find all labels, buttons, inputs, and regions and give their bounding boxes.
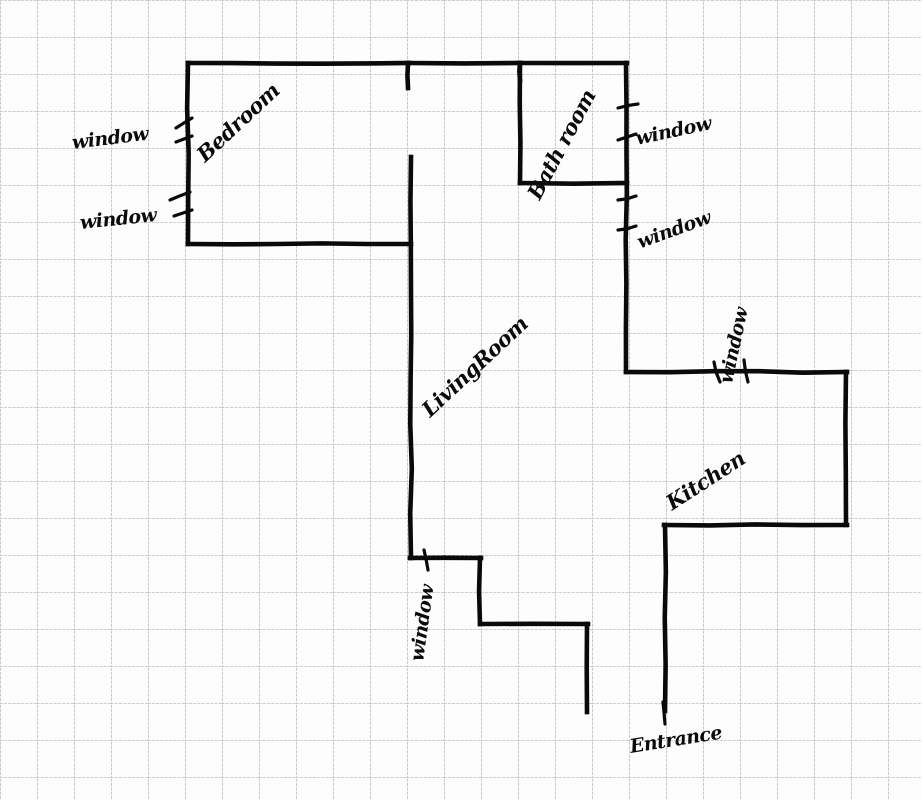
living-step-vert-wall [476, 555, 483, 627]
kitchen-top-wall [623, 368, 850, 375]
tick-bath-w-b [616, 132, 638, 142]
doorjamb-top-left-stub [405, 60, 411, 91]
tick-bedroom-w2-a [168, 190, 192, 202]
tick-rightvert-b [742, 358, 750, 384]
bathroom-left-wall [517, 60, 523, 186]
tick-living-w-a [422, 548, 430, 572]
tick-entrance [661, 700, 667, 726]
livingroom-left-wall [407, 154, 415, 561]
tick-bedroom-w1-b [174, 134, 194, 144]
bedroom-top-wall [185, 60, 412, 66]
window-tick-marks [168, 102, 750, 726]
bedroom-bottom-wall [185, 241, 414, 247]
tick-rightvert-a [712, 360, 722, 384]
bedroom-left-wall [184, 60, 191, 247]
tick-right-w-b [616, 224, 638, 232]
tick-right-w-a [616, 194, 638, 202]
kitchen-bottom-wall [661, 522, 850, 528]
house-right-wall [623, 60, 630, 375]
entrance-wall [662, 522, 669, 714]
kitchen-right-wall [843, 369, 849, 528]
tick-bedroom-w1-a [174, 116, 194, 130]
walls-group [184, 60, 850, 715]
tick-bedroom-w2-b [172, 208, 194, 218]
bathroom-bottom-wall [517, 180, 630, 186]
tick-bath-w-a [616, 102, 640, 110]
